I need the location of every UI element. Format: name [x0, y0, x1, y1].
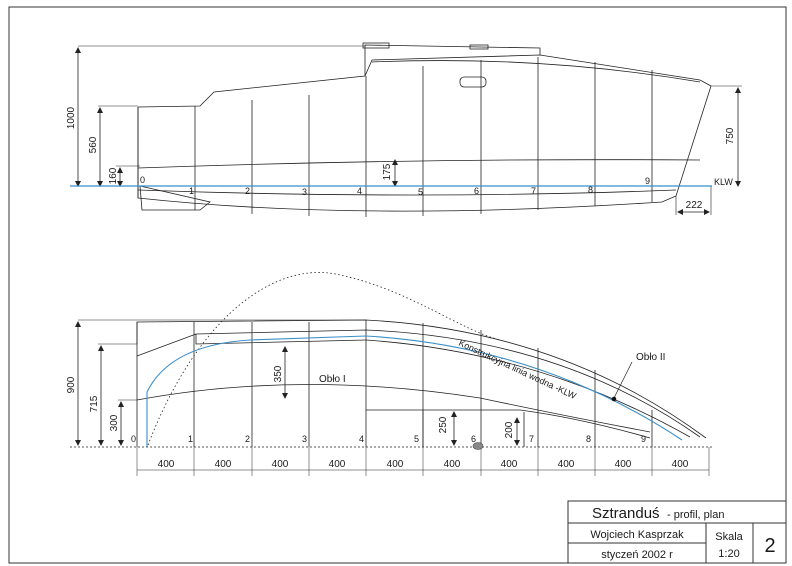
- plan-station-label: 9: [641, 434, 646, 444]
- plan-station-label: 5: [414, 434, 419, 444]
- chine-2-leader: [613, 361, 633, 399]
- deck-dotted-curve: [147, 272, 501, 446]
- waterline-text: Konstrukcyjna linia wodna -KLW: [457, 338, 578, 402]
- plan-inner-line: [136, 329, 701, 438]
- profile-station-label: 4: [357, 186, 362, 196]
- dim-715: 715: [89, 395, 100, 412]
- hull-bottom: [137, 85, 712, 212]
- plan-station-label: 7: [529, 434, 534, 444]
- scale-value: 1:20: [718, 548, 739, 560]
- drawing-date: styczeń 2002 r: [601, 549, 673, 561]
- spacing-label: 400: [158, 459, 175, 470]
- dim-160: 160: [108, 167, 119, 184]
- chine-2-label: Obło II: [636, 352, 665, 363]
- dim-560: 560: [88, 136, 99, 153]
- author-name: Wojciech Kasprzak: [590, 529, 684, 541]
- spacing-label: 400: [272, 459, 289, 470]
- dim-200: 200: [504, 421, 515, 438]
- dim-222: 222: [686, 200, 703, 211]
- dim-175: 175: [382, 163, 393, 180]
- profile-station-label: 3: [302, 187, 307, 197]
- profile-station-label: 9: [645, 176, 650, 186]
- profile-station-label: 8: [588, 185, 593, 195]
- profile-station-label: 6: [474, 186, 479, 196]
- title-block: [567, 500, 787, 564]
- spacing-label: 400: [558, 459, 575, 470]
- plan-station-label: 0: [131, 434, 136, 444]
- plan-station-label: 4: [359, 434, 364, 444]
- hatch: [362, 42, 390, 49]
- spacing-label: 400: [444, 459, 461, 470]
- vent: [469, 44, 489, 50]
- plan-station-label: 8: [586, 434, 591, 444]
- scale-label: Skala: [715, 531, 743, 543]
- profile-view: [75, 42, 742, 217]
- spacing-label: 400: [215, 459, 232, 470]
- dim-750: 750: [725, 127, 736, 144]
- cabin-roof-curve: [371, 60, 701, 83]
- spacing-label: 400: [387, 459, 404, 470]
- plan-stations: [136, 320, 653, 447]
- spacing-extension-lines: [136, 447, 710, 476]
- plan-station-label: 6: [471, 434, 476, 444]
- sheet-border: [8, 6, 787, 564]
- plan-view: [75, 272, 710, 476]
- plan-waterline: [146, 335, 683, 447]
- hull-lower-chine: [137, 189, 677, 196]
- spacing-label: 400: [329, 459, 346, 470]
- station-spacing-labels: 400 400 400 400 400 400 400 400 400 400: [158, 459, 689, 470]
- sheet-number: 2: [764, 535, 775, 557]
- profile-station-label: 7: [531, 186, 536, 196]
- dim-900: 900: [66, 376, 77, 393]
- plan-station-label: 2: [245, 434, 250, 444]
- spacing-label: 400: [672, 459, 689, 470]
- profile-station-label: 0: [140, 175, 145, 185]
- porthole: [459, 76, 487, 88]
- dim-300: 300: [109, 414, 120, 431]
- skeg: [139, 185, 211, 211]
- plan-lower-step: [366, 409, 651, 439]
- dim-250: 250: [438, 416, 449, 433]
- profile-deck-line: [137, 54, 712, 108]
- drawing-type: - profil, plan: [667, 509, 724, 521]
- dim-350: 350: [273, 365, 284, 382]
- profile-station-label: 2: [245, 186, 250, 196]
- profile-station-labels: 0 1 2 3 4 5 6 7 8 9: [140, 175, 650, 197]
- profile-station-label: 1: [189, 186, 194, 196]
- chine-2-line: [365, 339, 691, 438]
- project-name: Sztranduś: [592, 505, 660, 522]
- dim-1000: 1000: [66, 106, 77, 129]
- plan-station-labels: 0 1 2 3 4 5 6 7 8 9: [131, 434, 646, 444]
- spacing-label: 400: [615, 459, 632, 470]
- spacing-label: 400: [501, 459, 518, 470]
- plan-station-label: 1: [188, 434, 193, 444]
- cabin-top: [364, 44, 541, 76]
- hull-chine: [137, 159, 701, 169]
- plan-station-label: 3: [302, 434, 307, 444]
- klw-label: KLW: [714, 177, 733, 187]
- chine-2-point: [611, 396, 617, 402]
- chine-1-line: [136, 384, 651, 433]
- profile-stations: [137, 57, 653, 217]
- profile-station-label: 5: [418, 187, 423, 197]
- plan-sheer-line: [136, 319, 707, 439]
- chine-1-label: Obło I: [319, 374, 346, 385]
- station-6-marker: [472, 442, 484, 450]
